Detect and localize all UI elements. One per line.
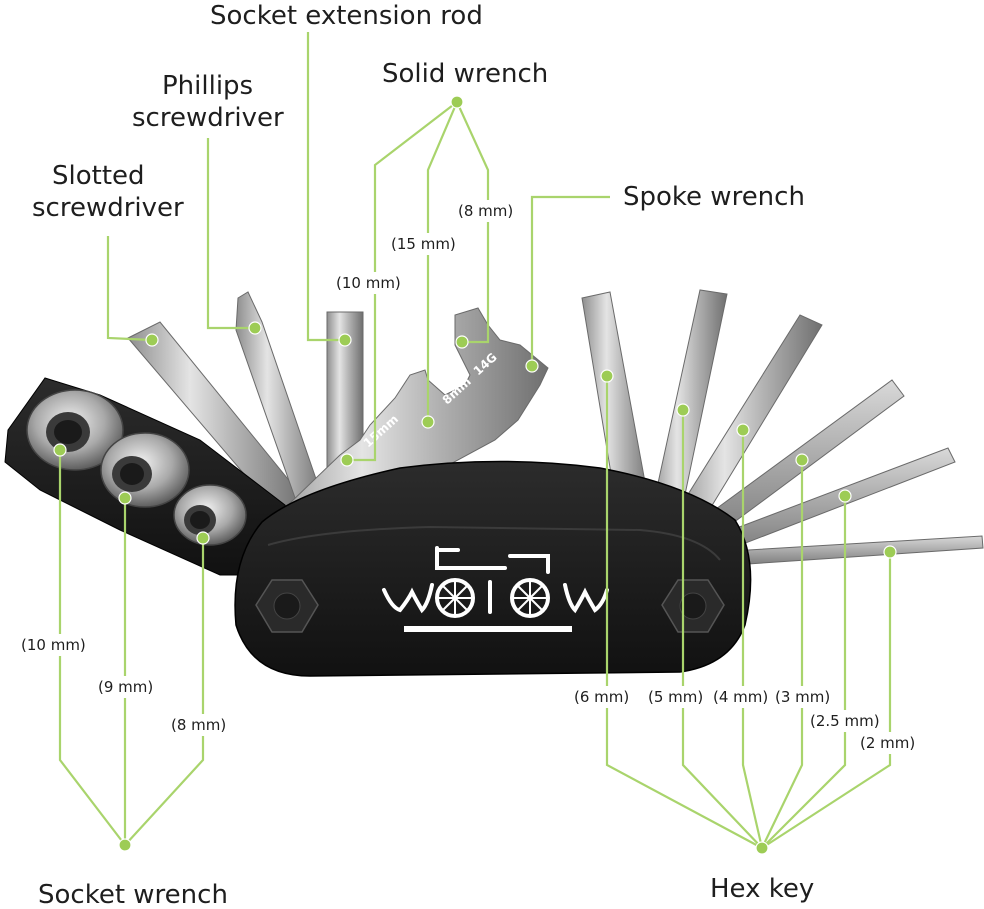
size-hex-2-5mm: (2.5 mm) [810,712,880,730]
dot-hex-2mm [883,545,897,559]
dot-solid-wrench-8mm [455,335,469,349]
label-slotted-line1: Slotted [52,161,145,191]
dot-socket-wrench-hub [118,838,132,852]
label-spoke-wrench: Spoke wrench [623,182,805,212]
dot-socket-9mm [118,491,132,505]
label-hex-key: Hex key [710,874,814,904]
leader-hex-2mm [761,552,892,849]
leader-socket-8mm [124,538,205,846]
dot-solid-wrench-hub [450,95,464,109]
label-phillips-line1: Phillips [162,71,253,101]
leader-solid-wrench-10mm [347,101,458,462]
size-labels: (8 mm) (15 mm) (10 mm) (10 mm) (9 mm) (8… [21,202,915,752]
socket-9mm [100,432,190,508]
size-socket-9mm: (9 mm) [98,678,153,696]
dot-hex-key-hub [755,841,769,855]
leader-phillips [206,138,255,330]
leader-hex-2-5mm [761,496,847,849]
label-socket-wrench: Socket wrench [38,880,228,909]
leader-dots [53,95,897,855]
right-bolt [661,579,725,633]
dot-solid-wrench-10mm [340,453,354,467]
size-hex-5mm: (5 mm) [648,688,703,706]
dot-socket-extension-rod [338,333,352,347]
hex-key-2mm [714,535,984,567]
size-hex-3mm: (3 mm) [775,688,830,706]
leader-slotted [106,236,153,342]
socket-8mm [173,484,247,546]
size-socket-8mm: (8 mm) [171,716,226,734]
leader-hex-6mm [605,376,763,849]
leader-spoke-wrench [530,195,610,366]
dot-hex-5mm [676,403,690,417]
leader-hex-5mm [681,410,763,849]
label-phillips-line2: screwdriver [132,103,284,133]
dot-spoke-wrench [525,359,539,373]
dot-slotted [145,333,159,347]
size-solid-wrench-10mm: (10 mm) [336,274,401,292]
dot-hex-3mm [795,453,809,467]
dot-solid-wrench-15mm [421,415,435,429]
label-slotted-line2: screwdriver [32,193,184,223]
dot-socket-10mm [53,443,67,457]
leader-lines [58,32,892,849]
label-socket-extension-rod: Socket extension rod [210,1,483,31]
left-bolt [255,579,319,633]
tool-labels: Socket extension rod Phillips screwdrive… [32,1,814,909]
leader-socket-extension-rod [306,32,345,342]
size-socket-10mm: (10 mm) [21,636,86,654]
label-solid-wrench: Solid wrench [382,59,548,89]
brand-logo [382,546,609,632]
dot-phillips [248,321,262,335]
dot-hex-4mm [736,423,750,437]
size-hex-2mm: (2 mm) [860,734,915,752]
leader-hex-4mm [741,430,764,849]
dot-hex-2-5mm [838,489,852,503]
leader-socket-10mm [58,450,126,846]
label-backdrops [18,200,920,754]
dot-socket-8mm [196,531,210,545]
size-hex-6mm: (6 mm) [574,688,629,706]
leader-solid-wrench-15mm [426,101,459,422]
socket-10mm [26,389,124,471]
size-solid-wrench-15mm: (15 mm) [391,235,456,253]
size-solid-wrench-8mm: (8 mm) [458,202,513,220]
leader-hex-3mm [761,460,804,849]
size-hex-4mm: (4 mm) [713,688,768,706]
leader-solid-wrench-8mm [455,101,490,344]
dot-hex-6mm [600,369,614,383]
